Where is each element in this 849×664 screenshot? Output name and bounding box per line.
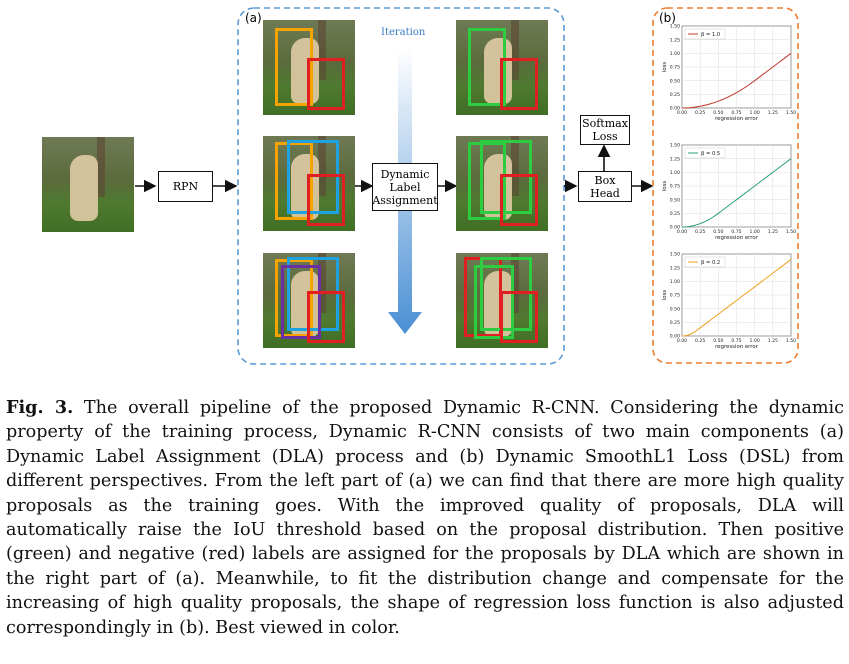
x-tick-label: 1.00	[750, 229, 760, 235]
x-tick-label: 0.75	[731, 229, 741, 235]
box-head-box: Box Head	[578, 171, 632, 202]
y-axis-label: loss	[662, 290, 668, 301]
y-tick-label: 1.00	[670, 170, 680, 176]
y-tick-label: 1.00	[670, 279, 680, 285]
figure-caption: Fig. 3. The overall pipeline of the prop…	[6, 396, 844, 640]
proposal-image-left-2	[263, 136, 355, 231]
positive-box	[474, 265, 514, 339]
y-tick-label: 0.00	[670, 334, 680, 340]
x-tick-label: 0.50	[713, 110, 723, 116]
proposal-box	[307, 291, 345, 343]
x-tick-label: 0.00	[677, 229, 687, 235]
x-axis-label: regression error	[715, 344, 759, 350]
legend-box	[684, 147, 726, 159]
y-axis-label: loss	[662, 62, 668, 73]
loss-curve	[681, 52, 792, 109]
proposal-box	[275, 28, 313, 106]
proposal-box	[307, 174, 345, 226]
dla-box: Dynamic Label Assignment	[372, 163, 438, 211]
negative-box	[500, 58, 538, 110]
legend-label: β = 0.5	[701, 151, 720, 157]
y-tick-label: 0.25	[670, 92, 680, 98]
x-tick-label: 1.00	[750, 110, 760, 116]
labeled-image-right-3	[456, 253, 548, 348]
x-axis-label: regression error	[715, 235, 759, 241]
proposal-box	[287, 257, 339, 331]
panel-b-label: (b)	[659, 11, 676, 25]
legend-box	[684, 28, 726, 40]
y-tick-label: 1.25	[670, 156, 680, 162]
y-tick-label: 1.50	[670, 252, 680, 258]
proposal-box	[275, 259, 313, 337]
caption-text: The overall pipeline of the proposed Dyn…	[6, 398, 844, 638]
x-tick-label: 0.50	[713, 338, 723, 344]
x-tick-label: 0.75	[731, 110, 741, 116]
x-tick-label: 0.25	[695, 229, 705, 235]
y-tick-label: 0.75	[670, 65, 680, 71]
x-tick-label: 0.00	[677, 338, 687, 344]
y-tick-label: 1.25	[670, 265, 680, 271]
proposal-box	[307, 58, 345, 110]
y-tick-label: 0.75	[670, 184, 680, 190]
y-tick-label: 1.50	[670, 143, 680, 149]
positive-box	[480, 257, 532, 331]
proposal-box	[281, 265, 321, 339]
loss-plots: 0.00 0.25 0.50 0.75 1.00 1.25 1.50 0.00 0.25 0.50…	[662, 24, 796, 350]
y-tick-label: 0.50	[670, 197, 680, 203]
y-tick-label: 0.50	[670, 306, 680, 312]
legend-box	[684, 256, 726, 268]
x-tick-label: 1.50	[786, 229, 796, 235]
y-tick-label: 0.00	[670, 106, 680, 112]
positive-box	[468, 28, 506, 106]
legend-label: β = 1.0	[701, 32, 720, 38]
x-axis-label: regression error	[715, 116, 759, 122]
x-tick-label: 0.25	[695, 338, 705, 344]
y-tick-label: 0.25	[670, 320, 680, 326]
rpn-box: RPN	[158, 171, 213, 202]
x-tick-label: 1.25	[768, 110, 778, 116]
y-tick-label: 0.00	[670, 225, 680, 231]
input-image	[42, 137, 134, 232]
y-tick-label: 0.50	[670, 78, 680, 84]
loss-curve	[681, 259, 792, 337]
proposal-image-left-1	[263, 20, 355, 115]
proposal-box	[275, 142, 313, 220]
iteration-label: Iteration	[381, 27, 426, 38]
y-axis-label: loss	[662, 181, 668, 192]
y-tick-label: 1.25	[670, 37, 680, 43]
x-tick-label: 1.00	[750, 338, 760, 344]
x-tick-label: 0.00	[677, 110, 687, 116]
x-tick-label: 0.25	[695, 110, 705, 116]
x-tick-label: 0.75	[731, 338, 741, 344]
panel-a-label: (a)	[245, 11, 262, 25]
y-tick-label: 1.50	[670, 24, 680, 30]
x-tick-label: 1.50	[786, 338, 796, 344]
negative-box	[500, 174, 538, 226]
positive-box	[468, 142, 506, 220]
legend-label: β = 0.2	[701, 260, 720, 266]
y-tick-label: 0.25	[670, 211, 680, 217]
positive-box	[480, 140, 532, 214]
x-tick-label: 1.25	[768, 338, 778, 344]
y-tick-label: 1.00	[670, 51, 680, 57]
negative-box	[500, 291, 538, 343]
proposal-box	[287, 140, 339, 214]
labeled-image-right-2	[456, 136, 548, 231]
labeled-image-right-1	[456, 20, 548, 115]
x-tick-label: 1.50	[786, 110, 796, 116]
loss-curve	[681, 158, 792, 228]
proposal-image-left-3	[263, 253, 355, 348]
x-tick-label: 0.50	[713, 229, 723, 235]
softmax-loss-box: Softmax Loss	[580, 115, 630, 145]
caption-prefix: Fig. 3.	[6, 397, 74, 418]
y-tick-label: 0.75	[670, 293, 680, 299]
x-tick-label: 1.25	[768, 229, 778, 235]
